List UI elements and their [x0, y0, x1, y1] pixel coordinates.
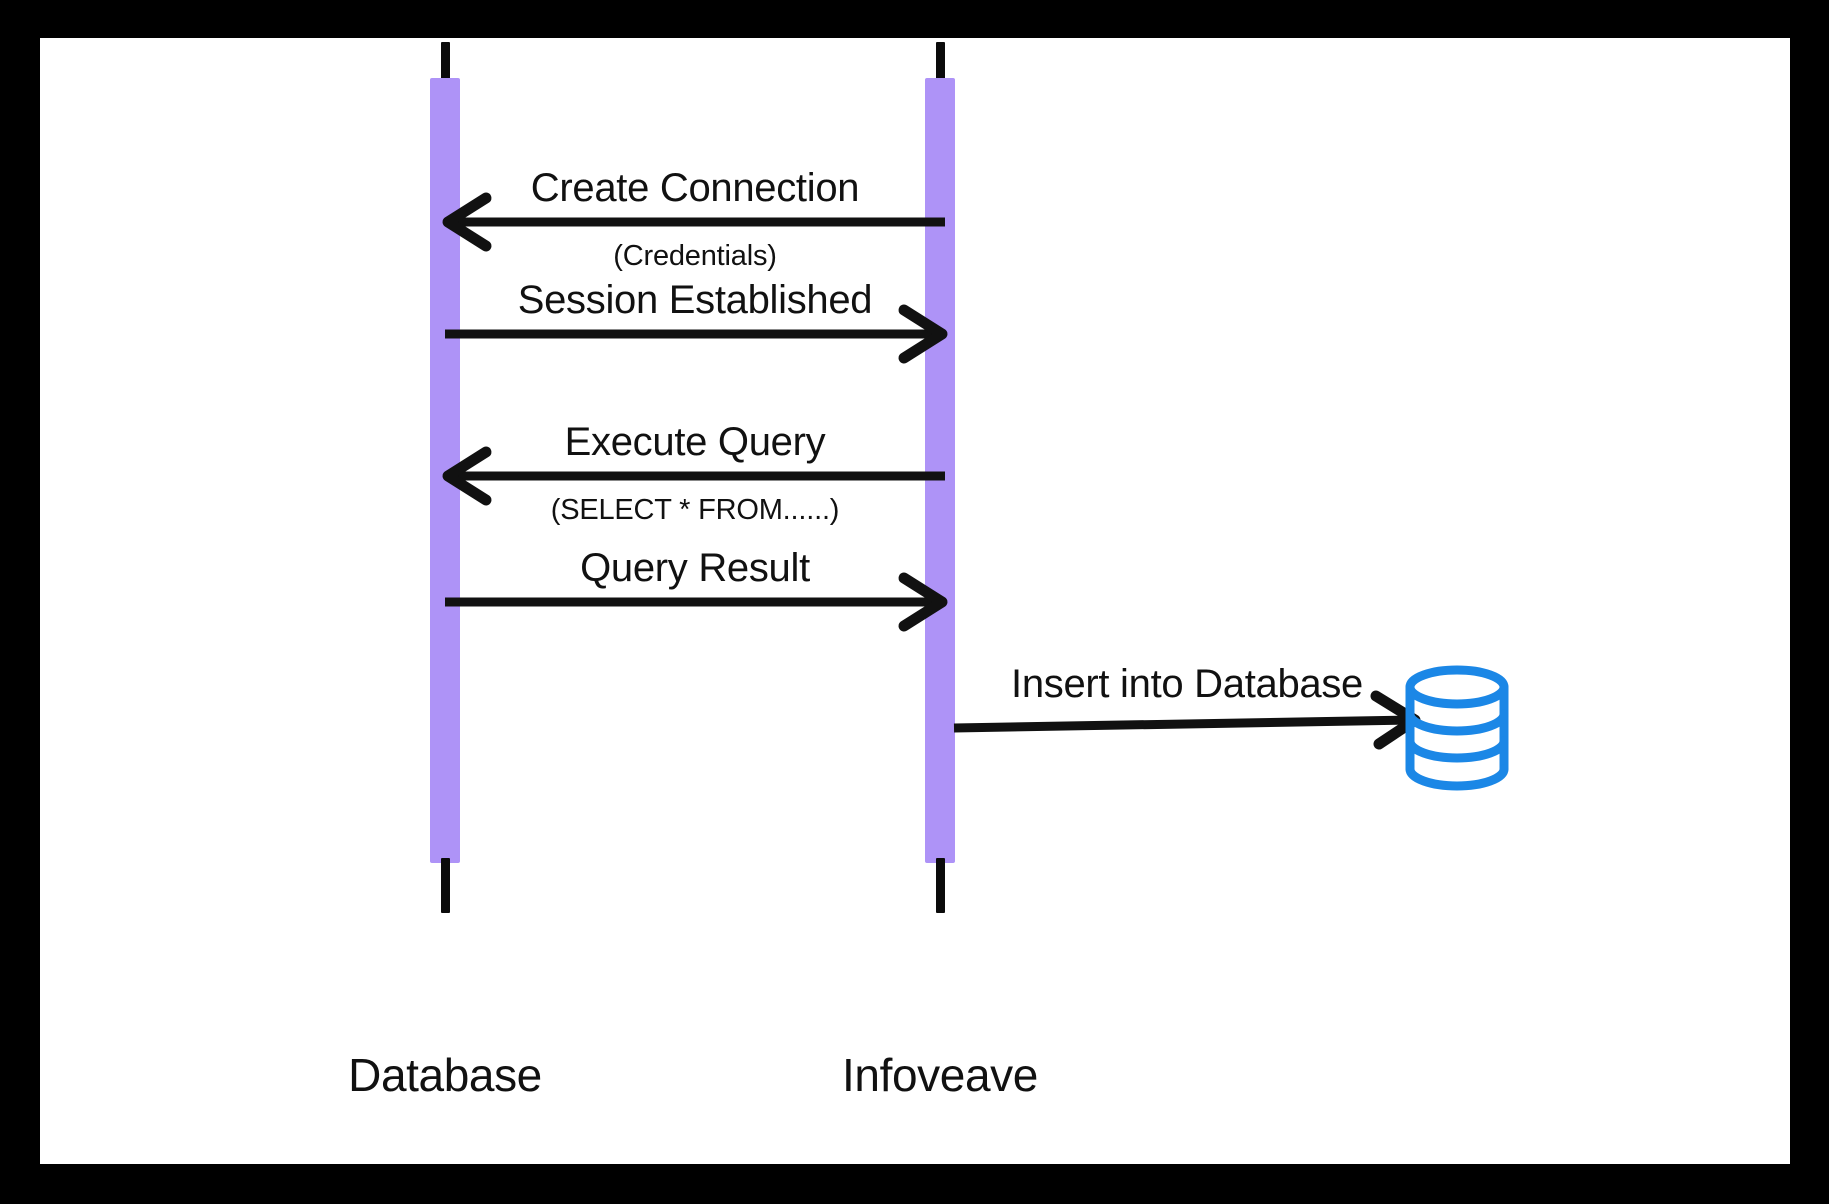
message-query-result[interactable]: Query Result [440, 546, 950, 656]
lifeline-activation-bar-infoveave[interactable] [925, 78, 955, 863]
database-cylinder-icon[interactable] [1400, 663, 1515, 793]
message-sublabel-create-connection: (Credentials) [613, 240, 777, 272]
actor-label-infoveave: Infoveave [842, 1049, 1038, 1101]
message-label-insert-into-database: Insert into Database [1011, 662, 1363, 706]
message-label-create-connection: Create Connection [530, 166, 860, 210]
message-arrow-create-connection [442, 192, 945, 252]
message-arrow-execute-query [442, 446, 945, 506]
lifeline-top-stub-database [441, 42, 450, 94]
message-label-query-result: Query Result [580, 546, 810, 590]
database-cylinder-icon-svg [1405, 665, 1509, 791]
message-label-session-established: Session Established [517, 278, 873, 322]
message-session-established[interactable]: Session Established [440, 278, 950, 388]
message-sublabel-execute-query: (SELECT * FROM......) [550, 494, 840, 526]
lifeline-infoveave [925, 38, 955, 1048]
message-label-execute-query: Execute Query [564, 420, 826, 464]
actor-label-database: Database [348, 1049, 542, 1101]
lifeline-bottom-stub-database [441, 858, 450, 913]
message-insert-into-database[interactable]: Insert into Database [952, 662, 1422, 772]
diagram-canvas: Create Connection (Credentials) Session … [40, 38, 1790, 1164]
message-create-connection[interactable]: Create Connection (Credentials) [440, 166, 950, 276]
message-arrow-query-result [445, 572, 948, 632]
message-execute-query[interactable]: Execute Query (SELECT * FROM......) [440, 420, 950, 530]
message-arrow-insert-into-database [953, 690, 1421, 750]
lifeline-top-stub-infoveave [936, 42, 945, 94]
message-arrow-session-established [445, 304, 948, 364]
lifeline-bottom-stub-infoveave [936, 858, 945, 913]
